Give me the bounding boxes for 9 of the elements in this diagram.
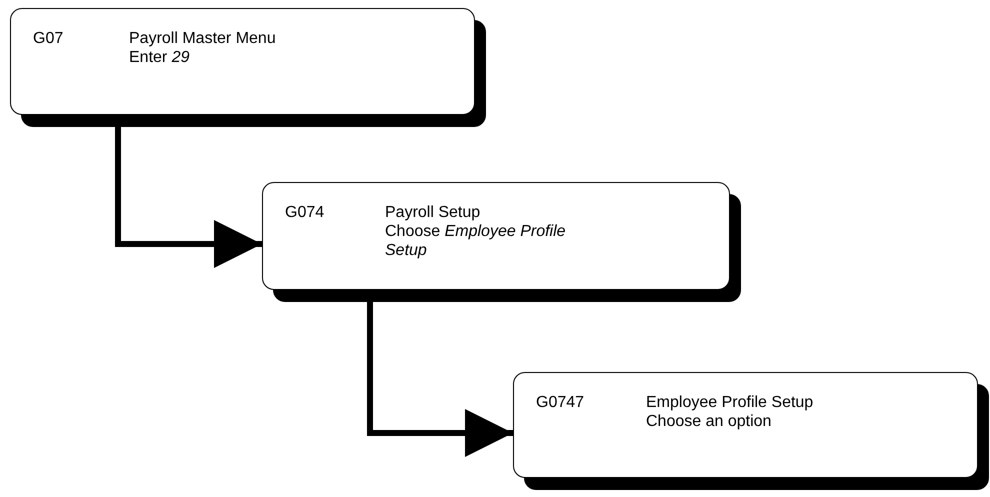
menu-title: Payroll Master Menu <box>129 29 277 48</box>
menu-code: G07 <box>33 29 64 48</box>
menu-instruction: Enter 29 <box>129 48 190 67</box>
menu-title: Payroll Setup <box>385 203 482 222</box>
menu-code: G074 <box>285 203 324 222</box>
menu-code: G0747 <box>536 393 584 412</box>
menu-title: Employee Profile Setup <box>646 393 814 412</box>
menu-instruction: Choose an option <box>646 412 772 431</box>
menu-instruction: Choose Employee Profile Setup <box>385 222 567 260</box>
